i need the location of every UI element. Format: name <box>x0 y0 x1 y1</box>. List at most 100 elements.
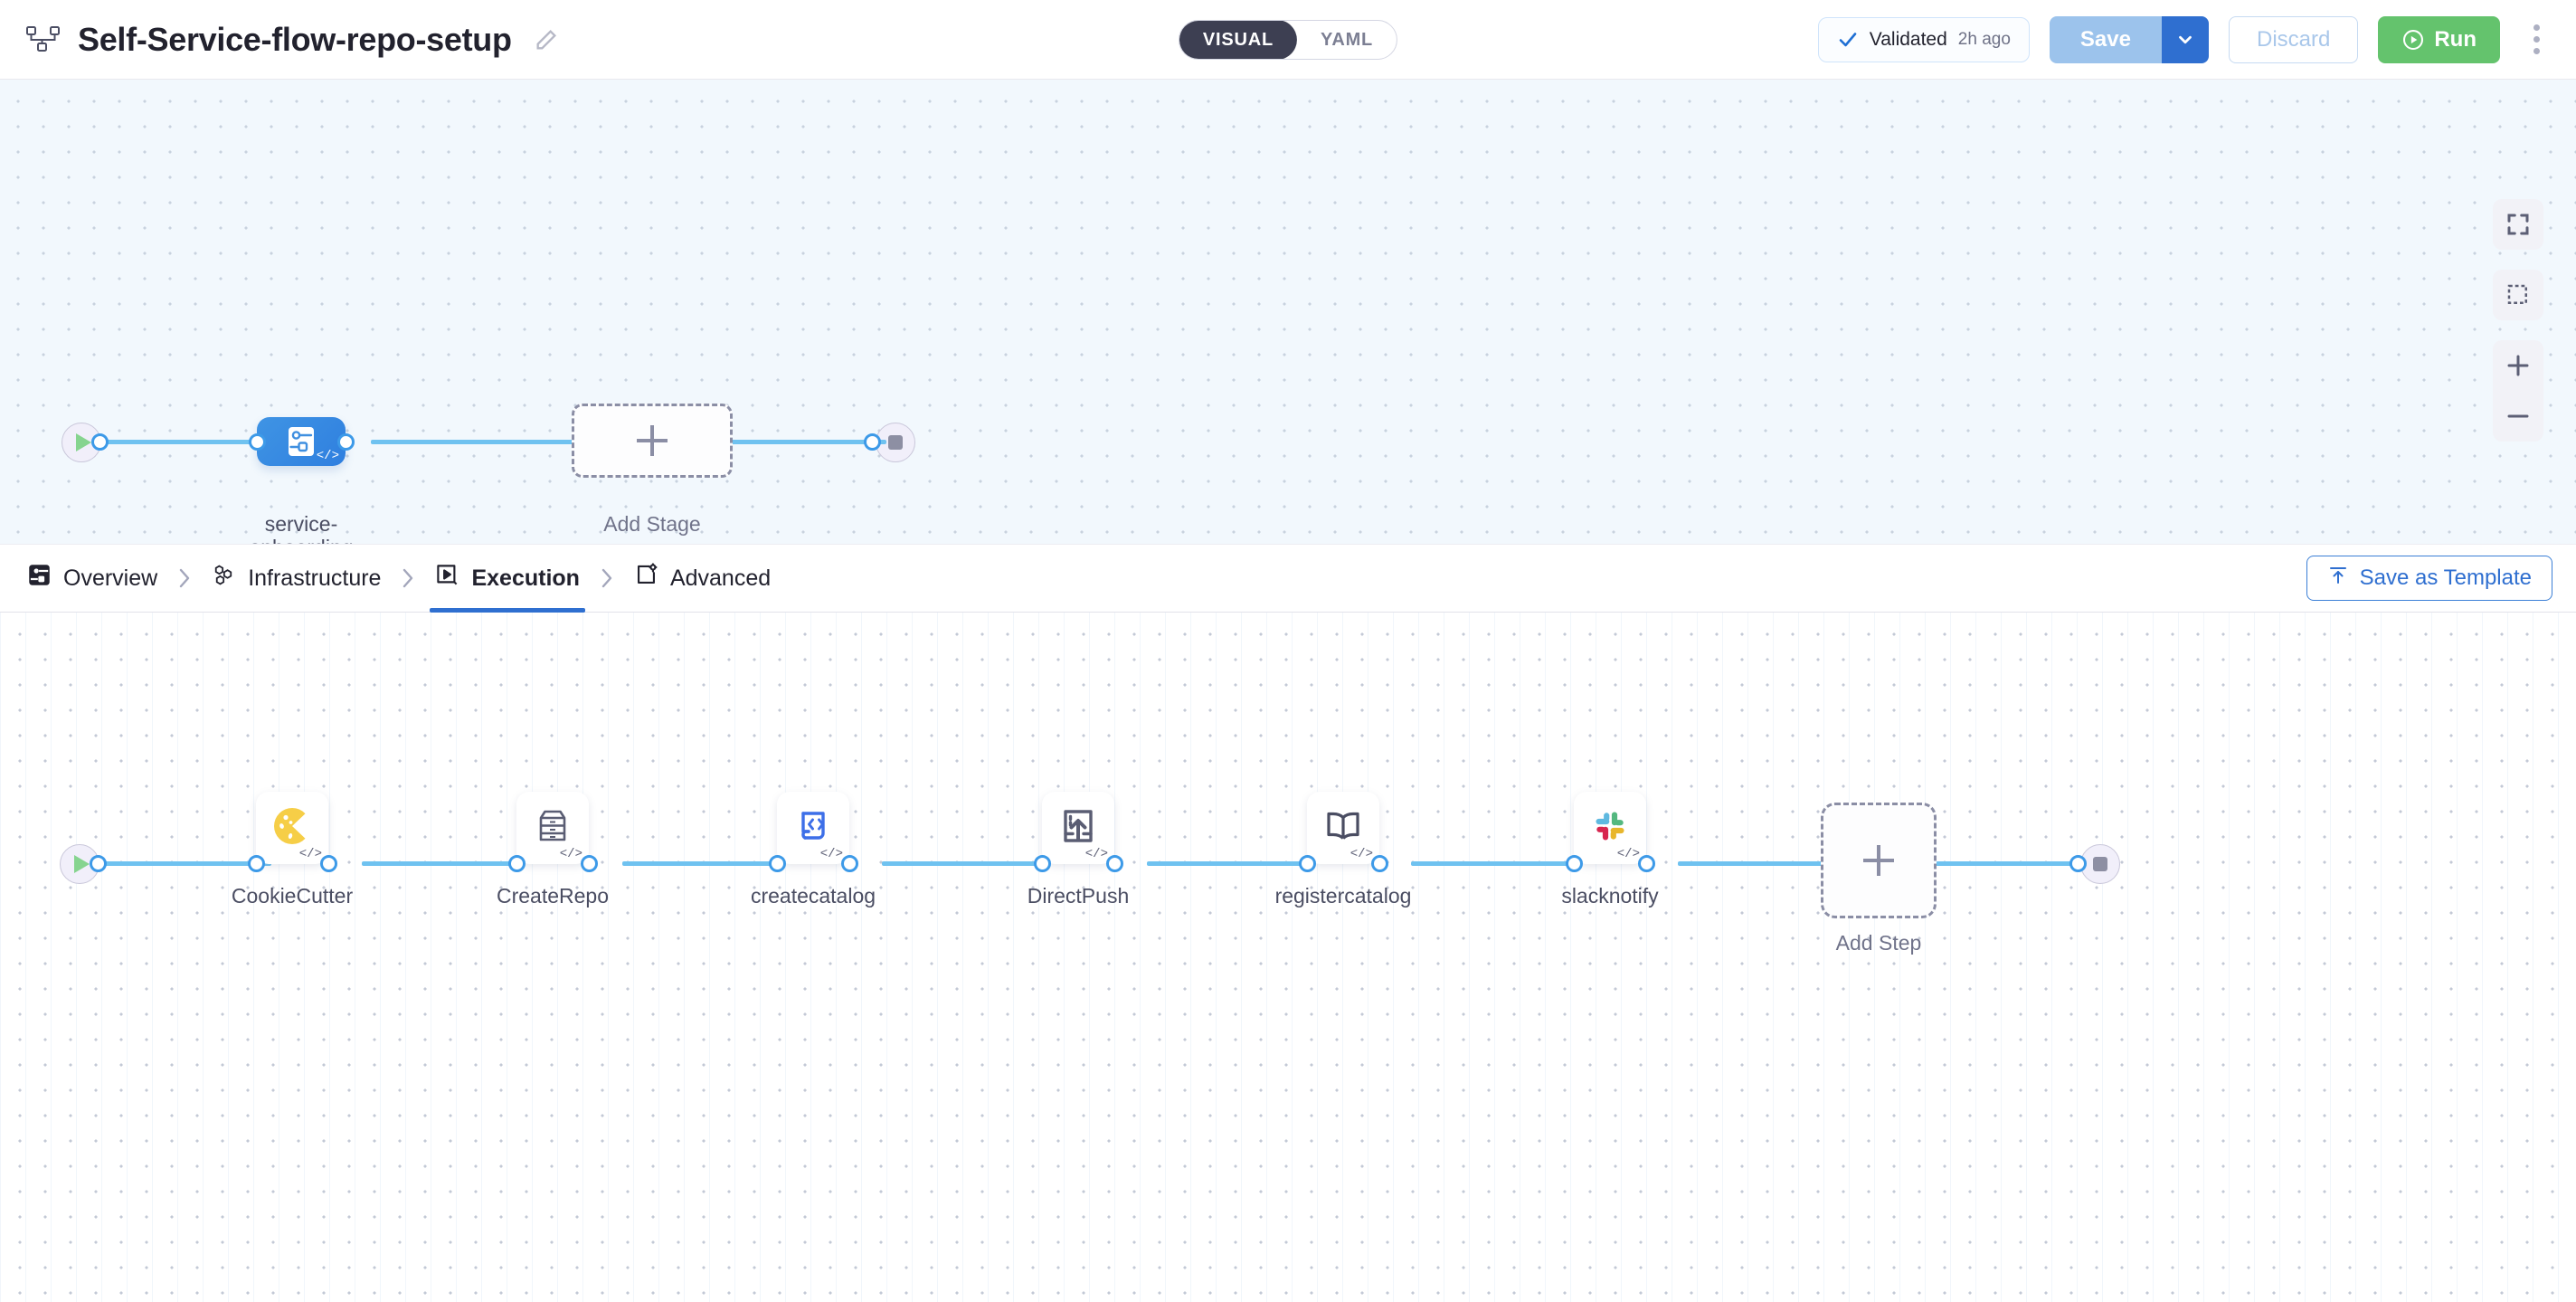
connector-dot[interactable] <box>1106 855 1123 872</box>
stop-square-icon <box>2093 857 2107 871</box>
add-stage-button[interactable] <box>572 404 733 478</box>
view-mode-toggle[interactable]: VISUAL YAML <box>1179 20 1397 60</box>
connector-dot[interactable] <box>1371 855 1388 872</box>
stage-canvas[interactable]: </> service- onboarding Add Stage <box>0 80 2576 544</box>
stage-tabbar: Overview Infrastructure <box>0 544 2576 613</box>
step-label-registercatalog: registercatalog <box>1235 884 1452 908</box>
step-label-slacknotify: slacknotify <box>1501 884 1719 908</box>
stage-node-service-onboarding[interactable]: </> <box>257 417 346 466</box>
code-badge: </> <box>1350 847 1373 861</box>
file-upload-icon <box>1056 804 1100 852</box>
run-label: Run <box>2434 27 2477 52</box>
connector-dot[interactable] <box>1299 855 1316 872</box>
step-node-directpush[interactable]: </> <box>1042 792 1114 864</box>
mode-option-yaml[interactable]: YAML <box>1297 20 1397 60</box>
code-badge: </> <box>317 449 339 463</box>
connector-dot[interactable] <box>91 433 109 451</box>
step-label-cookiecutter: CookieCutter <box>184 884 401 908</box>
step-node-cookiecutter[interactable]: </> <box>256 792 328 864</box>
add-step-button[interactable] <box>1821 803 1937 918</box>
connector-dot[interactable] <box>249 433 266 451</box>
connector-dot[interactable] <box>1638 855 1655 872</box>
connector-dot[interactable] <box>508 855 526 872</box>
add-stage-label: Add Stage <box>572 512 733 536</box>
connector-dot[interactable] <box>1566 855 1583 872</box>
kebab-dot <box>2533 24 2540 31</box>
check-icon <box>1837 29 1859 51</box>
kebab-dot <box>2533 48 2540 54</box>
edge-directpush-to-registercatalog <box>1147 861 1315 866</box>
template-upload-icon <box>2327 565 2349 593</box>
step-node-registercatalog[interactable]: </> <box>1307 792 1379 864</box>
connector-dot[interactable] <box>841 855 858 872</box>
view-mode-toggle-wrapper: VISUAL YAML <box>1179 20 1397 60</box>
code-scroll-icon <box>791 804 835 852</box>
canvas-controls <box>2493 199 2543 442</box>
edge-stage-to-addstage <box>371 440 574 444</box>
connector-dot[interactable] <box>2069 855 2087 872</box>
validated-label: Validated <box>1870 29 1947 51</box>
tab-infrastructure[interactable]: Infrastructure <box>208 545 384 612</box>
add-step-label: Add Step <box>1821 931 1937 955</box>
connector-dot[interactable] <box>320 855 337 872</box>
execution-icon <box>435 563 459 594</box>
cookie-icon <box>270 804 314 852</box>
edge-registercatalog-to-slacknotify <box>1411 861 1579 866</box>
save-button[interactable]: Save <box>2050 16 2162 63</box>
stage-icon <box>283 424 319 459</box>
save-as-template-button[interactable]: Save as Template <box>2306 556 2552 601</box>
kebab-menu-icon[interactable] <box>2520 24 2552 54</box>
zoom-out-button[interactable] <box>2493 391 2543 442</box>
discard-button[interactable]: Discard <box>2229 16 2358 63</box>
marquee-select-button[interactable] <box>2493 270 2543 320</box>
edit-pencil-icon[interactable] <box>534 27 559 52</box>
tab-execution-label: Execution <box>471 565 579 592</box>
connector-dot[interactable] <box>337 433 355 451</box>
overview-icon <box>27 563 52 594</box>
connector-dot[interactable] <box>1034 855 1051 872</box>
play-circle-icon <box>2401 28 2425 52</box>
stage-node-label: service- onboarding <box>193 512 410 544</box>
kebab-dot <box>2533 36 2540 43</box>
connector-dot[interactable] <box>90 855 107 872</box>
tab-execution[interactable]: Execution <box>431 545 582 612</box>
save-as-template-label: Save as Template <box>2360 565 2532 591</box>
edge-cookiecutter-to-createrepo <box>362 861 525 866</box>
tab-advanced-label: Advanced <box>670 565 771 592</box>
connector-dot[interactable] <box>581 855 598 872</box>
connector-dot[interactable] <box>769 855 786 872</box>
zoom-in-button[interactable] <box>2493 340 2543 391</box>
save-button-group: Save <box>2050 16 2209 63</box>
save-dropdown-button[interactable] <box>2162 16 2209 63</box>
zoom-controls <box>2493 340 2543 442</box>
run-button[interactable]: Run <box>2378 16 2500 63</box>
step-label-createcatalog: createcatalog <box>705 884 922 908</box>
tab-overview-label: Overview <box>63 565 157 592</box>
edge-slacknotify-to-addstep <box>1678 861 1823 866</box>
step-node-slacknotify[interactable]: </> <box>1574 792 1646 864</box>
validated-status-badge[interactable]: Validated 2h ago <box>1818 17 2030 62</box>
plus-icon <box>1863 845 1894 876</box>
edge-addstep-to-end <box>1936 861 2085 866</box>
connector-dot[interactable] <box>248 855 265 872</box>
tab-advanced[interactable]: Advanced <box>630 545 774 612</box>
play-triangle-icon <box>76 433 91 451</box>
edge-createrepo-to-createcatalog <box>622 861 785 866</box>
stop-square-icon <box>888 435 903 450</box>
code-badge: </> <box>1617 847 1640 861</box>
fit-to-screen-button[interactable] <box>2493 199 2543 250</box>
page-title: Self-Service-flow-repo-setup <box>78 21 512 59</box>
header-left: Self-Service-flow-repo-setup <box>25 21 559 59</box>
tab-overview[interactable]: Overview <box>24 545 161 612</box>
mode-option-visual[interactable]: VISUAL <box>1179 20 1297 60</box>
execution-steps-canvas[interactable]: </> CookieCutter </> CreateRepo <box>0 613 2576 1302</box>
connector-dot[interactable] <box>864 433 881 451</box>
edge-addstage-to-end <box>724 440 886 444</box>
step-node-createrepo[interactable]: </> <box>516 792 589 864</box>
plus-icon <box>637 425 668 456</box>
edge-createcatalog-to-directpush <box>882 861 1050 866</box>
step-node-createcatalog[interactable]: </> <box>777 792 849 864</box>
file-cabinet-icon <box>531 804 574 852</box>
chevron-right-icon <box>161 565 208 592</box>
